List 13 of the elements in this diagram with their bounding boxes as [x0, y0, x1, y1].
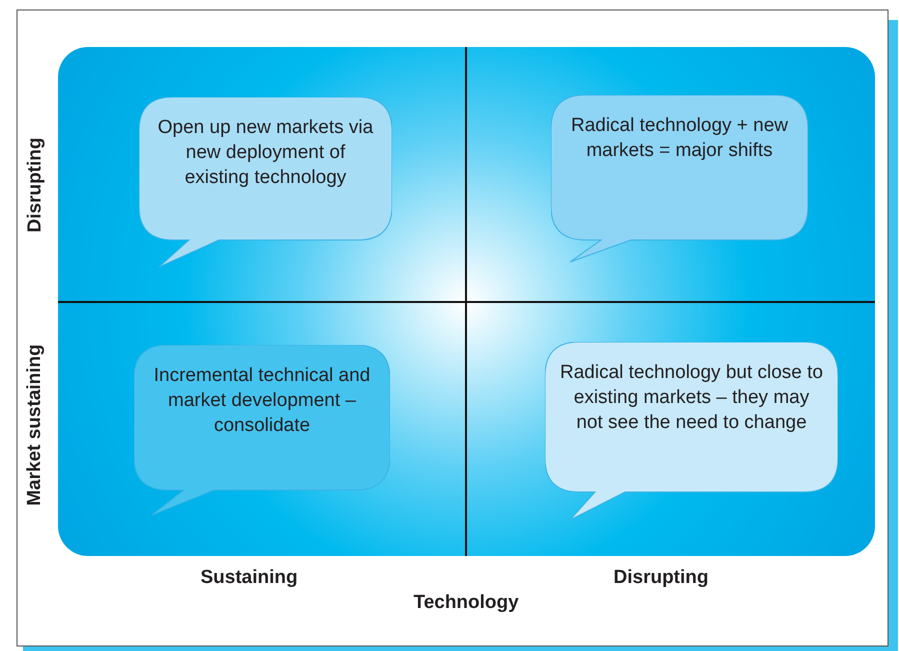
axis-value-label: Disrupting: [24, 138, 46, 232]
axis-value-label: Disrupting: [614, 567, 708, 589]
speech-bubble: [134, 345, 390, 517]
speech-bubble: [551, 95, 808, 264]
axis-title: Technology: [414, 592, 519, 614]
axis-value-label: Sustaining: [200, 567, 298, 589]
axis-value-label: Market sustaining: [24, 344, 46, 506]
bubble-text: Incremental technical and market development – consolidate: [152, 364, 372, 438]
bubble-text: Radical technology but close to existing markets – they may not see the need to change: [559, 361, 824, 435]
speech-bubble: [545, 342, 838, 522]
speech-bubble: [139, 97, 392, 269]
bubble-text: Open up new markets via new deployment of existing technology: [156, 116, 374, 190]
bubble-text: Radical technology + new markets = major shifts: [570, 114, 790, 163]
